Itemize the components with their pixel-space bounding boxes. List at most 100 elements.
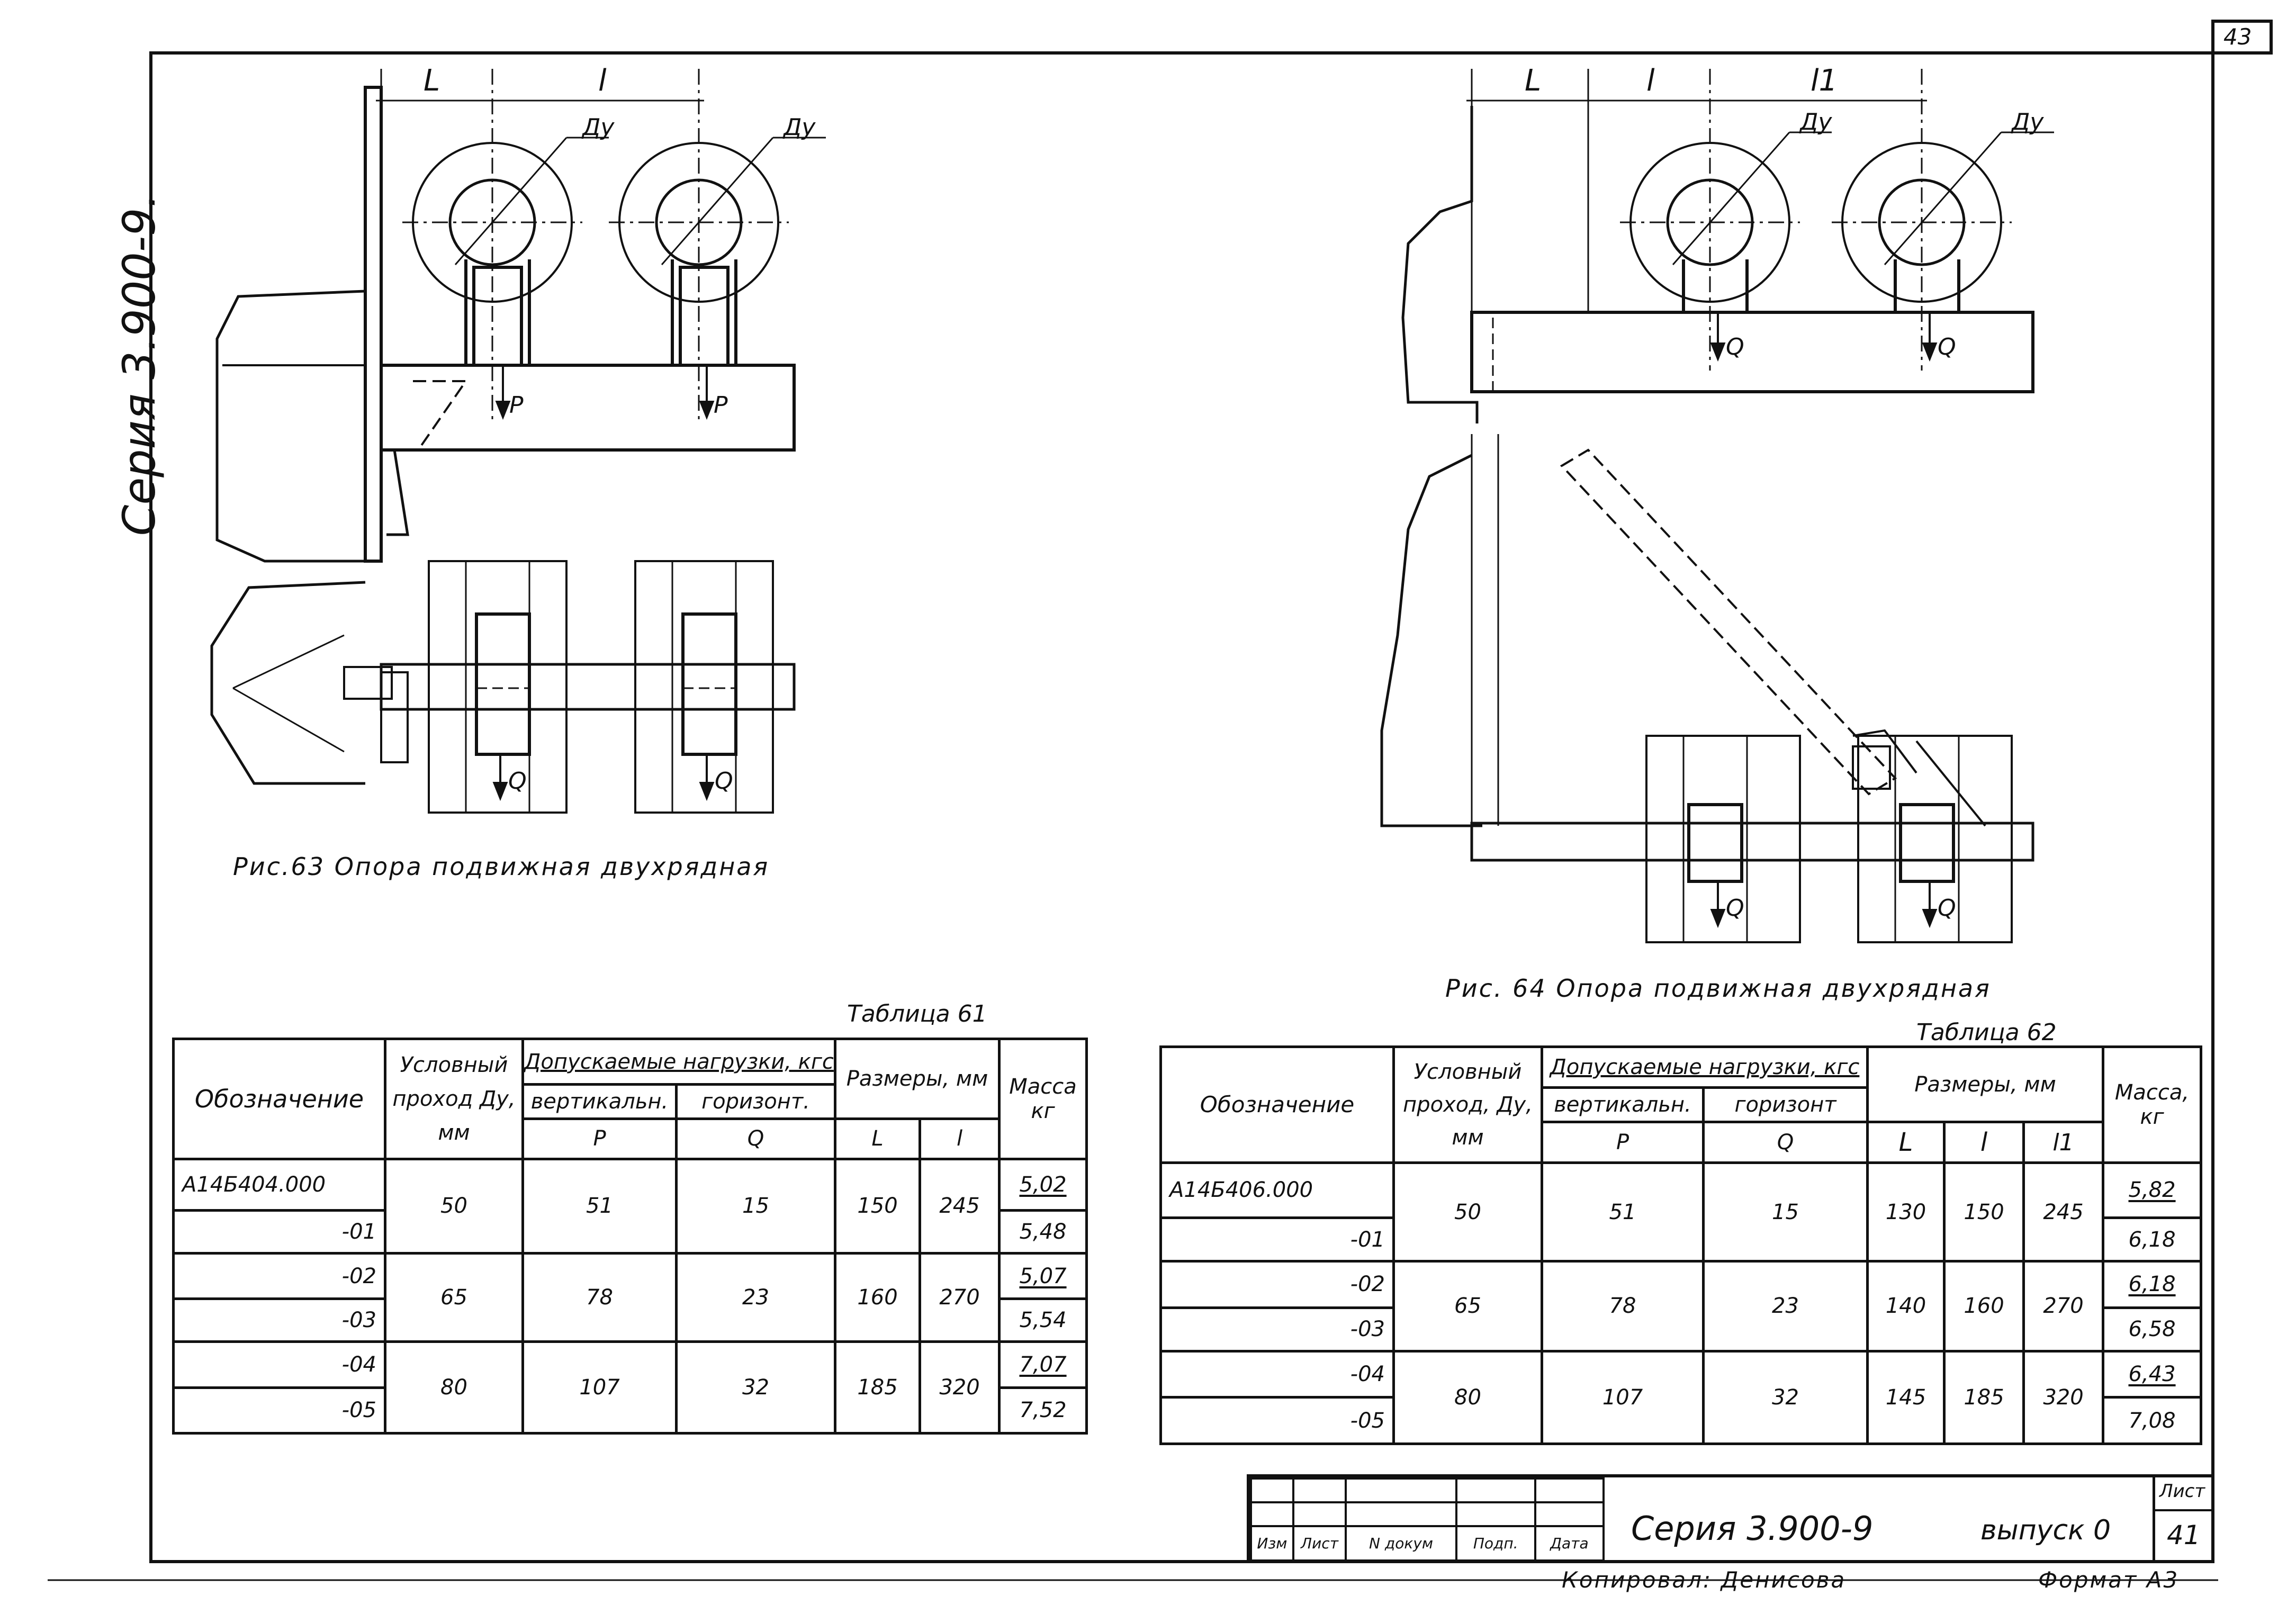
t61-mass: 5,07 <box>998 1251 1088 1301</box>
t61-P: 107 <box>521 1340 678 1435</box>
t62-head-vertical: вертикальн. <box>1541 1086 1705 1124</box>
title-block-issue: выпуск 0 <box>1980 1514 2111 1546</box>
t61-mass: 5,48 <box>998 1209 1088 1255</box>
fig63-load-Q-1: Q <box>508 768 527 795</box>
sheet-label: Лист <box>2159 1481 2205 1502</box>
t61-code: -05 <box>172 1386 386 1435</box>
t61-code: -02 <box>172 1251 386 1301</box>
t62-code: -01 <box>1159 1216 1395 1263</box>
t62-mass: 5,82 <box>2102 1161 2203 1219</box>
t61-code: -03 <box>172 1297 386 1344</box>
t61-l: 270 <box>919 1251 1001 1344</box>
t62-code: -02 <box>1159 1260 1395 1309</box>
t61-designation-base: А14Б404.000 <box>172 1157 386 1212</box>
t62-code: -05 <box>1159 1396 1395 1445</box>
t62-Q: 15 <box>1701 1161 1869 1263</box>
t62-head-Q: Q <box>1701 1121 1869 1164</box>
t61-mass: 7,52 <box>998 1386 1088 1435</box>
t62-P: 51 <box>1541 1161 1705 1263</box>
t61-head-loads: Допускаемые нагрузки, кгс <box>521 1037 837 1086</box>
t62-l1: 270 <box>2022 1260 2105 1352</box>
t62-mass: 6,58 <box>2102 1306 2203 1352</box>
table61: Обозначение Условный проход Ду, мм Допус… <box>172 1037 1088 1435</box>
t61-P: 51 <box>521 1157 678 1255</box>
table62-title: Таблица 62 <box>1916 1019 2057 1046</box>
t61-dy: 65 <box>384 1251 524 1344</box>
sheet-frame <box>149 51 2214 1563</box>
t61-mass: 5,54 <box>998 1297 1088 1344</box>
t62-code: -03 <box>1159 1306 1395 1352</box>
fig63-dim-l: l <box>598 64 607 98</box>
fig64-caption: Рис. 64 Опора подвижная двухрядная <box>1445 974 1991 1003</box>
t62-mass: 6,43 <box>2102 1349 2203 1399</box>
fig63-pipe-label-1: Ду <box>582 114 615 141</box>
fig63-pipe-label-2: Ду <box>784 114 816 141</box>
fig64-load-Q-2: Q <box>1938 333 1956 360</box>
t62-dy: 50 <box>1392 1161 1543 1263</box>
sheet-corner-number: 43 <box>2223 24 2252 50</box>
t62-head-l1: l1 <box>2022 1121 2105 1164</box>
col-doc: N докум <box>1345 1525 1457 1562</box>
fig63-load-P-2: P <box>714 392 728 419</box>
t61-head-vertical: вертикальн. <box>521 1083 678 1121</box>
title-block-series: Серия 3.900-9 <box>1631 1509 1874 1548</box>
t61-head-bore: Условный проход Ду, мм <box>384 1038 524 1160</box>
fig64-load-Q-4: Q <box>1938 895 1956 922</box>
t61-head-L: L <box>834 1117 922 1160</box>
sheet-number-box: Лист 41 <box>2153 1477 2213 1562</box>
t61-head-designation: Обозначение <box>172 1038 386 1160</box>
t61-P: 78 <box>521 1251 678 1344</box>
corner-number-box <box>2211 20 2273 55</box>
t61-l: 245 <box>919 1157 1001 1255</box>
t61-code: -04 <box>172 1340 386 1389</box>
fig64-load-Q-3: Q <box>1726 895 1744 922</box>
t61-dy: 50 <box>384 1157 524 1255</box>
t62-P: 107 <box>1541 1349 1705 1446</box>
t61-head-l: l <box>919 1117 1001 1160</box>
t61-L: 185 <box>834 1340 922 1435</box>
fig63-load-P-1: P <box>509 392 524 419</box>
t62-l1: 245 <box>2022 1161 2105 1263</box>
t62-l: 160 <box>1943 1260 2025 1352</box>
col-list: Лист <box>1292 1525 1347 1562</box>
fig64-pipe-label-2: Ду <box>2012 109 2044 136</box>
fig63-load-Q-2: Q <box>715 768 733 795</box>
t62-head-mass: Масса, кг <box>2102 1045 2203 1164</box>
t61-head-Q: Q <box>674 1117 837 1160</box>
t62-head-P: P <box>1541 1121 1705 1164</box>
fig63-elevation <box>215 69 826 563</box>
fig64-plan <box>1380 434 2034 943</box>
t62-head-designation: Обозначение <box>1159 1045 1395 1164</box>
t61-head-horizontal: горизонт. <box>674 1083 837 1121</box>
table61-title: Таблица 61 <box>847 1000 987 1027</box>
col-izm: Изм <box>1250 1525 1294 1562</box>
t61-L: 160 <box>834 1251 922 1344</box>
t62-head-dimensions: Размеры, мм <box>1866 1045 2105 1124</box>
t61-mass: 7,07 <box>998 1340 1088 1389</box>
t62-mass: 7,08 <box>2102 1396 2203 1445</box>
col-sign: Подп. <box>1455 1525 1536 1562</box>
t61-l: 320 <box>919 1340 1001 1435</box>
fig64-dim-l: l <box>1646 64 1655 98</box>
t62-P: 78 <box>1541 1260 1705 1352</box>
fig64-dim-L: L <box>1525 64 1542 98</box>
t62-Q: 23 <box>1701 1260 1869 1352</box>
t61-head-P: P <box>521 1117 678 1160</box>
t62-mass: 6,18 <box>2102 1216 2203 1263</box>
title-block: Изм Лист N докум Подп. Дата Серия 3.900-… <box>1247 1474 2213 1562</box>
t61-dy: 80 <box>384 1340 524 1435</box>
series-side-label: Серия 3.900-9. <box>113 193 166 536</box>
t61-code: -01 <box>172 1209 386 1255</box>
col-date: Дата <box>1534 1525 1605 1562</box>
t61-Q: 32 <box>674 1340 837 1435</box>
fig64-elevation <box>1401 69 2054 423</box>
revision-grid: Изм Лист N докум Подп. Дата <box>1250 1477 1605 1562</box>
t62-code: -04 <box>1159 1349 1395 1399</box>
t62-head-bore: Условный проход, Ду, мм <box>1392 1045 1543 1164</box>
t61-mass: 5,02 <box>998 1157 1088 1212</box>
table62: Обозначение Условный проход, Ду, мм Допу… <box>1159 1045 2203 1446</box>
t61-Q: 15 <box>674 1157 837 1255</box>
t62-l1: 320 <box>2022 1349 2105 1446</box>
t62-head-l: l <box>1943 1121 2025 1164</box>
